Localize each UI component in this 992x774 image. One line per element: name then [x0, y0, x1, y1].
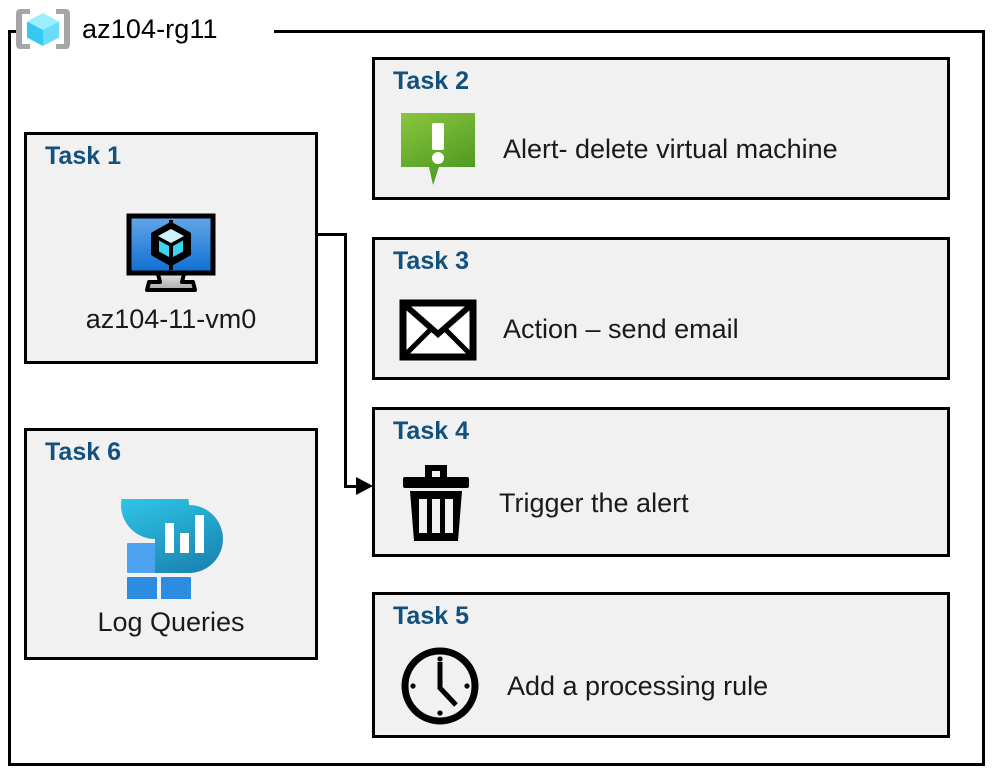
envelope-icon: [399, 299, 477, 361]
clock-icon: [399, 645, 481, 727]
card-task-2[interactable]: Task 2 Alert- delete virtual machine: [372, 57, 950, 200]
card-task-6-title: Task 6: [45, 438, 121, 466]
resource-group-header: az104-rg11: [14, 4, 218, 54]
card-task-4[interactable]: Task 4 Trigger the alert: [372, 407, 950, 557]
card-task-5[interactable]: Task 5 Add a processing rule: [372, 592, 950, 738]
card-task-6[interactable]: Task 6: [24, 428, 318, 660]
card-task-4-label: Trigger the alert: [499, 487, 689, 518]
card-task-4-title: Task 4: [393, 417, 469, 445]
card-task-6-body: Log Queries: [27, 477, 315, 657]
connector-segment-vertical: [344, 233, 347, 487]
card-task-4-body: Trigger the alert: [399, 452, 933, 554]
card-task-5-label: Add a processing rule: [507, 670, 769, 701]
connector-arrowhead-icon: [356, 477, 373, 495]
card-task-5-body: Add a processing rule: [399, 637, 933, 735]
resource-group-title: az104-rg11: [82, 13, 218, 44]
azure-resource-group-icon: [14, 6, 72, 52]
card-task-2-title: Task 2: [393, 67, 469, 95]
card-task-1-body: az104-11-vm0: [27, 181, 315, 361]
card-task-5-title: Task 5: [393, 602, 469, 630]
log-analytics-icon: [119, 498, 223, 599]
alert-bubble-icon: [399, 111, 477, 189]
card-task-3-title: Task 3: [393, 247, 469, 275]
resource-group-frame: [8, 30, 985, 766]
card-task-2-body: Alert- delete virtual machine: [399, 102, 933, 197]
card-task-1-caption: az104-11-vm0: [85, 303, 257, 334]
virtual-machine-icon: [123, 210, 219, 296]
resource-group-title-gap: [22, 20, 274, 42]
card-task-3[interactable]: Task 3 Action – send email: [372, 237, 950, 380]
card-task-1-title: Task 1: [45, 142, 121, 170]
card-task-6-caption: Log Queries: [97, 606, 245, 637]
card-task-3-body: Action – send email: [399, 282, 933, 377]
connector-segment-horizontal-bottom: [344, 485, 364, 488]
card-task-3-label: Action – send email: [503, 314, 739, 344]
card-task-1[interactable]: Task 1: [24, 132, 318, 364]
card-task-2-label: Alert- delete virtual machine: [503, 134, 838, 164]
trash-can-icon: [399, 461, 473, 545]
